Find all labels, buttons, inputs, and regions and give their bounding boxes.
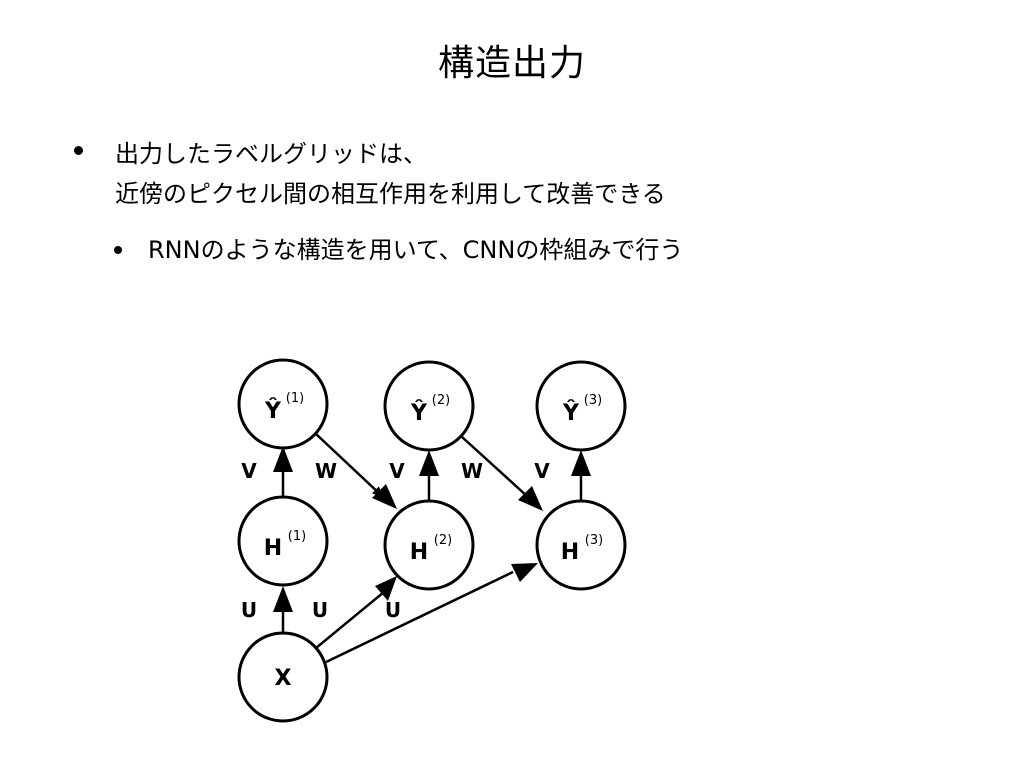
node-h3-sup: (3) [585,533,603,548]
edge-label-w2: W [461,459,483,483]
node-h1-sup: (1) [288,529,306,544]
edge-w1 [315,433,383,497]
node-y1: Ŷ (1) [237,358,329,450]
bullet-item-2: RNNのような構造を用いて、CNNの枠組みで行う [114,232,683,268]
edge-u2 [315,591,385,649]
node-h3-label: H [561,540,579,565]
edge-u3 [323,570,514,665]
node-h1-label: H [264,536,282,561]
node-y3: Ŷ (3) [535,360,627,452]
arrowhead-w2 [518,486,543,511]
arrowhead-v2 [419,450,439,476]
bullet-dot [114,246,122,254]
node-y1-sup: (1) [286,391,304,406]
edge-labels: V W V W V U U U [241,459,550,622]
node-x-label: X [275,666,292,691]
edge-label-u3: U [385,598,401,622]
arrowhead-u3 [511,563,538,582]
edge-label-v1: V [241,459,257,483]
arrowhead-w1 [372,484,397,509]
slide-title: 構造出力 [437,43,586,84]
bullet-dot [74,146,83,155]
node-y2-sup: (2) [432,393,450,408]
bullet-line: 出力したラベルグリッドは、 [115,140,427,168]
edges [273,433,591,665]
node-h3: H (3) [535,499,627,591]
bullet-text: 出力したラベルグリッドは、 近傍のピクセル間の相互作用を利用して改善できる [115,134,666,214]
node-y2: Ŷ (2) [383,360,475,452]
edge-label-u2: U [312,598,328,622]
bullet-line: 近傍のピクセル間の相互作用を利用して改善できる [115,180,666,208]
node-h1: H (1) [237,495,329,587]
node-h2: H (2) [383,499,475,591]
node-y3-sup: (3) [584,393,602,408]
arrowhead-v3 [571,450,591,476]
node-y1-label: Ŷ [264,398,282,424]
node-h2-sup: (2) [434,533,452,548]
arrowhead-u1 [273,586,293,612]
node-y2-label: Ŷ [410,400,428,426]
edge-label-u1: U [241,598,257,622]
node-x: X [237,631,329,723]
bullet-line: RNNのような構造を用いて、CNNの枠組みで行う [148,236,684,264]
bullet-item-1: 出力したラベルグリッドは、 近傍のピクセル間の相互作用を利用して改善できる [74,134,666,214]
edge-label-v3: V [534,459,550,483]
edge-label-w1: W [315,459,337,483]
edge-label-v2: V [389,459,405,483]
arrowhead-u2 [375,576,397,601]
arrowhead-v1 [273,446,293,472]
bullet-text: RNNのような構造を用いて、CNNの枠組みで行う [148,232,683,268]
node-y3-label: Ŷ [562,400,580,426]
edge-w2 [461,436,529,498]
node-h2-label: H [410,540,428,565]
